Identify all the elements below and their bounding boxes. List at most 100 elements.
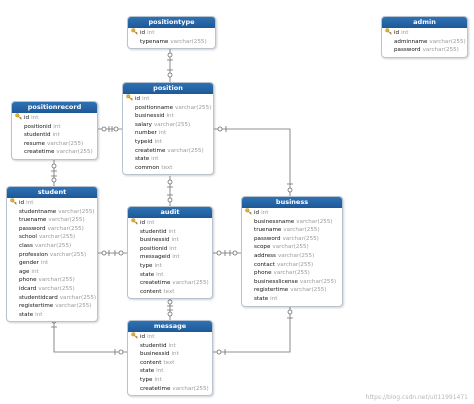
column-type: int <box>168 228 176 235</box>
rel-end-marker <box>167 179 173 185</box>
column-name: businessname <box>254 218 295 225</box>
column-name: type <box>140 262 153 269</box>
column-type: int <box>53 123 61 130</box>
column-name: adminname <box>394 38 428 45</box>
column-name: class <box>19 242 33 249</box>
rel-end-marker <box>113 126 119 132</box>
column-name: businesslicense <box>254 278 298 285</box>
column-name: profession <box>19 251 48 258</box>
column-type: text <box>161 164 173 171</box>
column-name: contact <box>254 261 275 268</box>
primary-key-icon <box>131 28 138 35</box>
watermark: https://blog.csdn.net/u011991471 <box>365 394 468 401</box>
column-type: int <box>171 237 179 244</box>
column-name: content <box>140 288 162 295</box>
column-type: int <box>171 351 179 358</box>
column-type: varchar(255) <box>296 218 333 225</box>
column-type: text <box>163 288 175 295</box>
column-name: truename <box>19 217 47 224</box>
rel-end-marker <box>216 349 222 355</box>
primary-key-icon <box>15 113 22 120</box>
column-name: password <box>254 235 281 242</box>
rel-end-marker <box>118 250 124 256</box>
column-name: address <box>254 252 276 259</box>
rel-end-marker <box>232 250 238 256</box>
column-name: id <box>140 30 146 36</box>
column-type: varchar(255) <box>276 261 314 268</box>
column-type: int <box>172 254 180 261</box>
column-type: varchar(255) <box>153 121 191 128</box>
column-type: varchar(255) <box>38 234 76 241</box>
primary-key-icon <box>131 332 138 339</box>
column-type: int <box>154 262 162 269</box>
table-title: business <box>242 197 342 208</box>
rel-tick <box>225 126 293 185</box>
column-name: studentname <box>19 208 57 215</box>
column-type: int <box>35 311 43 318</box>
rel-end-marker <box>167 311 173 317</box>
column-name: studentid <box>140 228 167 235</box>
column-type: int <box>154 376 162 383</box>
column-name: password <box>394 47 421 54</box>
column-name: positionname <box>135 104 174 111</box>
column-type: varchar(255) <box>38 285 75 292</box>
rel-end-marker <box>287 309 293 315</box>
column-name: createtime <box>24 149 55 156</box>
rel-end-marker <box>101 250 107 256</box>
column-type: varchar(255) <box>170 38 207 45</box>
column-type: int <box>270 295 278 302</box>
rel-tick <box>224 317 293 355</box>
column-type: varchar(255) <box>58 208 95 215</box>
column-name: truename <box>254 227 282 234</box>
column-type: int <box>142 96 150 102</box>
table-title: audit <box>128 207 212 218</box>
rel-end-marker <box>287 187 293 193</box>
column-name: number <box>135 130 157 137</box>
column-type: int <box>31 115 39 121</box>
column-type: int <box>158 130 167 137</box>
primary-key-icon <box>245 208 252 215</box>
column-name: state <box>19 311 34 318</box>
column-name: positionid <box>24 123 52 130</box>
column-name: createtime <box>140 280 171 287</box>
column-type: int <box>52 132 60 139</box>
rel-tick <box>51 326 116 355</box>
column-name: positionid <box>140 245 168 252</box>
column-name: registertime <box>254 287 289 294</box>
primary-key-icon <box>10 198 17 205</box>
table-title: position <box>123 83 213 94</box>
table-title: message <box>128 321 212 332</box>
